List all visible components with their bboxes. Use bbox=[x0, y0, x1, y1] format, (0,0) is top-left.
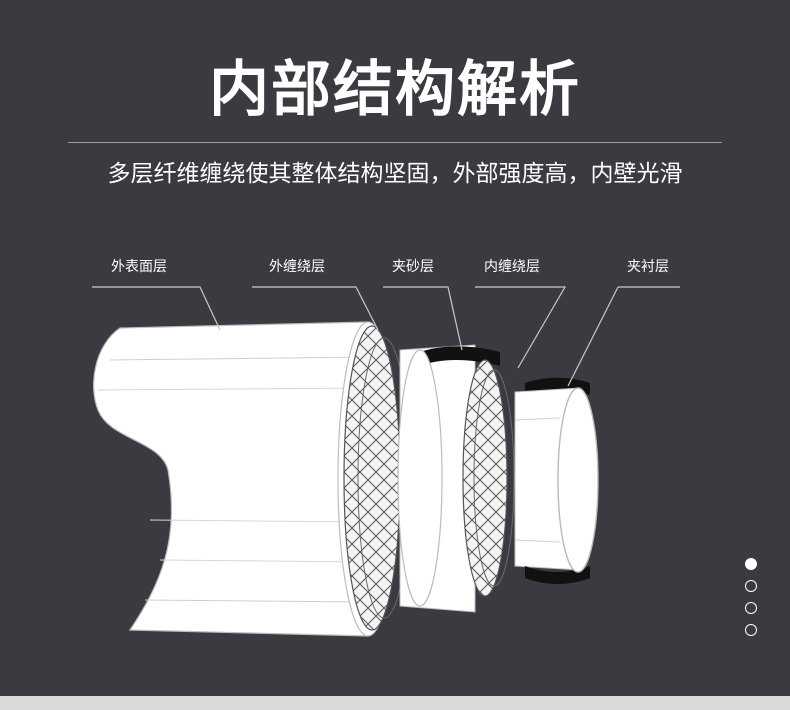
liner-line bbox=[514, 417, 561, 421]
leader-line-outer-winding bbox=[252, 286, 379, 331]
page-subtitle: 多层纤维缠绕使其整体结构坚固，外部强度高，内壁光滑 bbox=[107, 161, 683, 187]
inner-winding-ring bbox=[462, 359, 508, 597]
inner-winding-edge bbox=[473, 369, 515, 587]
label-outer-surface-layer: 外表面层 bbox=[111, 259, 167, 275]
liner-end bbox=[557, 387, 599, 573]
leader-lines bbox=[92, 286, 680, 387]
outer-surface-line bbox=[159, 559, 369, 563]
leader-line-outer-surface bbox=[92, 286, 221, 331]
label-liner-layer: 夹衬层 bbox=[627, 259, 669, 275]
leader-line-sand bbox=[383, 286, 463, 351]
liner-line bbox=[514, 539, 561, 543]
liner-layer bbox=[514, 377, 599, 584]
inner-winding-layer bbox=[462, 359, 515, 597]
label-sand-layer: 夹砂层 bbox=[392, 259, 434, 275]
carousel-pager bbox=[745, 558, 761, 646]
sand-layer-band bbox=[420, 346, 500, 366]
pager-dot-3[interactable] bbox=[745, 602, 757, 614]
outer-surface-body bbox=[93, 321, 369, 637]
bottom-strip bbox=[0, 696, 790, 710]
pager-dot-2[interactable] bbox=[745, 580, 757, 592]
outer-surface-line bbox=[97, 387, 369, 391]
leader-line-liner bbox=[567, 286, 680, 387]
liner-band-bottom bbox=[525, 566, 590, 584]
sand-layer bbox=[397, 344, 500, 613]
outer-surface-line bbox=[144, 599, 369, 603]
outer-surface-line bbox=[149, 519, 369, 523]
title-divider bbox=[68, 142, 722, 143]
label-inner-winding-layer: 内缠绕层 bbox=[484, 259, 540, 275]
label-outer-winding-layer: 外缠绕层 bbox=[269, 259, 325, 275]
outer-surface-line bbox=[109, 356, 369, 361]
sand-layer-end bbox=[397, 349, 443, 607]
pager-dot-1[interactable] bbox=[745, 558, 757, 570]
pager-dot-4[interactable] bbox=[745, 624, 757, 636]
outer-winding-ring bbox=[343, 325, 401, 631]
leader-line-inner-winding bbox=[475, 286, 567, 369]
page-title: 内部结构解析 bbox=[209, 55, 581, 125]
